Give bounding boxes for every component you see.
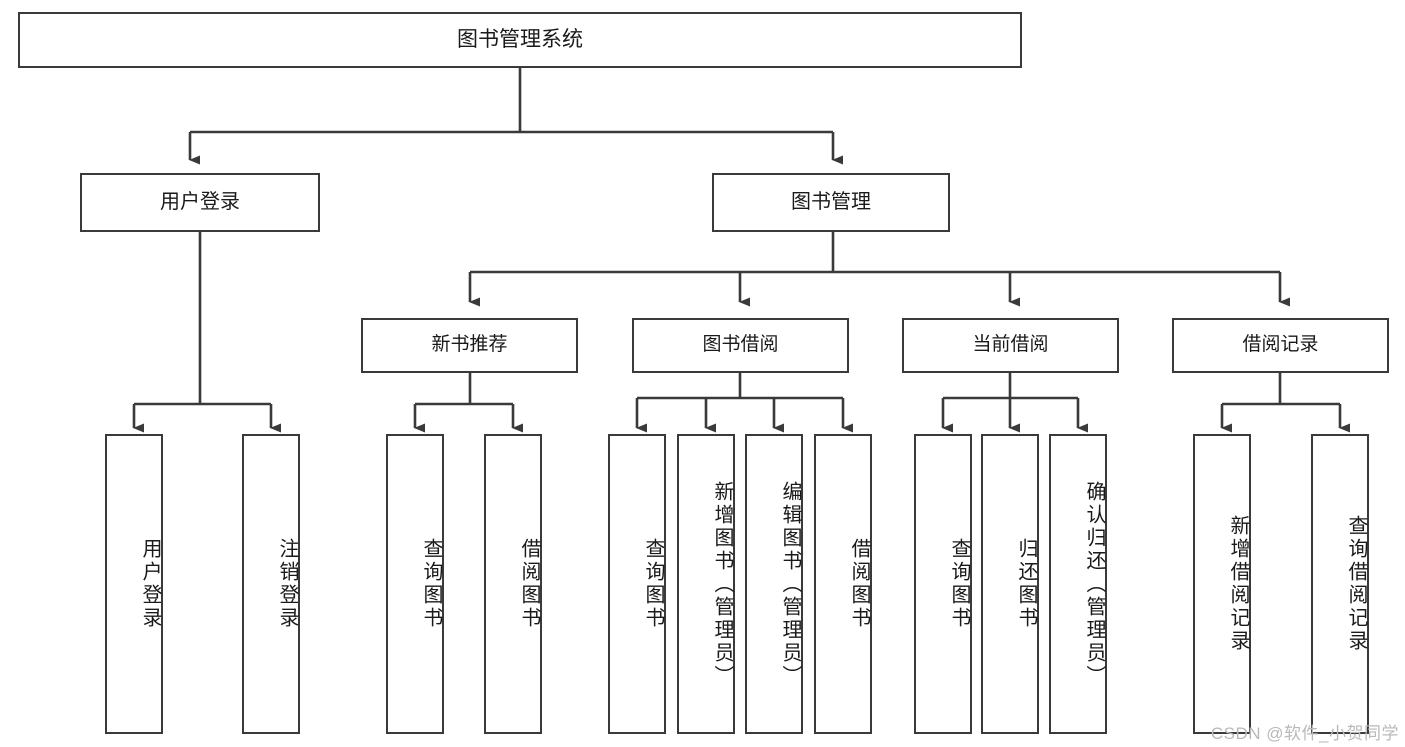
leaf-label: 查询图书 [642, 538, 664, 630]
leaf-label: 查询借阅记录 [1345, 515, 1367, 653]
leaf-book-borrow-edit-book[interactable]: 编辑图书（管理员） [745, 434, 803, 734]
leaf-borrow-record-add-record[interactable]: 新增借阅记录 [1193, 434, 1251, 734]
leaf-label: 用户登录 [139, 538, 161, 630]
csdn-watermark: CSDN @软件_小贺同学 [1210, 724, 1399, 743]
leaf-current-borrow-query-book[interactable]: 查询图书 [914, 434, 972, 734]
leaf-label: 新增借阅记录 [1227, 515, 1249, 653]
node-book-manage[interactable]: 图书管理 [712, 173, 950, 232]
node-current-borrow[interactable]: 当前借阅 [902, 318, 1119, 373]
node-new-book-recommend[interactable]: 新书推荐 [361, 318, 578, 373]
node-current-borrow-label: 当前借阅 [972, 334, 1049, 356]
leaf-user-login-user-login[interactable]: 用户登录 [105, 434, 163, 734]
leaf-label: 查询图书 [420, 538, 442, 630]
node-user-login[interactable]: 用户登录 [80, 173, 320, 232]
leaf-label: 编辑图书（管理员） [779, 480, 801, 688]
node-user-login-label: 用户登录 [160, 190, 240, 213]
leaf-book-borrow-borrow-book[interactable]: 借阅图书 [814, 434, 872, 734]
node-book-manage-label: 图书管理 [791, 190, 871, 213]
leaf-label: 归还图书 [1015, 538, 1037, 630]
leaf-current-borrow-confirm-return[interactable]: 确认归还（管理员） [1049, 434, 1107, 734]
leaf-borrow-record-query-record[interactable]: 查询借阅记录 [1311, 434, 1369, 734]
node-book-borrow-label: 图书借阅 [702, 334, 779, 356]
leaf-label: 查询图书 [948, 538, 970, 630]
node-root[interactable]: 图书管理系统 [18, 12, 1022, 68]
node-new-book-recommend-label: 新书推荐 [431, 334, 508, 356]
node-book-borrow[interactable]: 图书借阅 [632, 318, 849, 373]
leaf-book-borrow-add-book[interactable]: 新增图书（管理员） [677, 434, 735, 734]
leaf-new-book-borrow-book[interactable]: 借阅图书 [484, 434, 542, 734]
leaf-new-book-query-book[interactable]: 查询图书 [386, 434, 444, 734]
node-borrow-record[interactable]: 借阅记录 [1172, 318, 1389, 373]
leaf-label: 注销登录 [276, 538, 298, 630]
node-borrow-record-label: 借阅记录 [1242, 334, 1319, 356]
node-root-label: 图书管理系统 [457, 27, 583, 51]
leaf-user-login-logout[interactable]: 注销登录 [242, 434, 300, 734]
leaf-label: 确认归还（管理员） [1083, 480, 1105, 688]
leaf-label: 新增图书（管理员） [711, 480, 733, 688]
leaf-label: 借阅图书 [518, 538, 540, 630]
leaf-label: 借阅图书 [848, 538, 870, 630]
leaf-book-borrow-query-book[interactable]: 查询图书 [608, 434, 666, 734]
leaf-current-borrow-return-book[interactable]: 归还图书 [981, 434, 1039, 734]
